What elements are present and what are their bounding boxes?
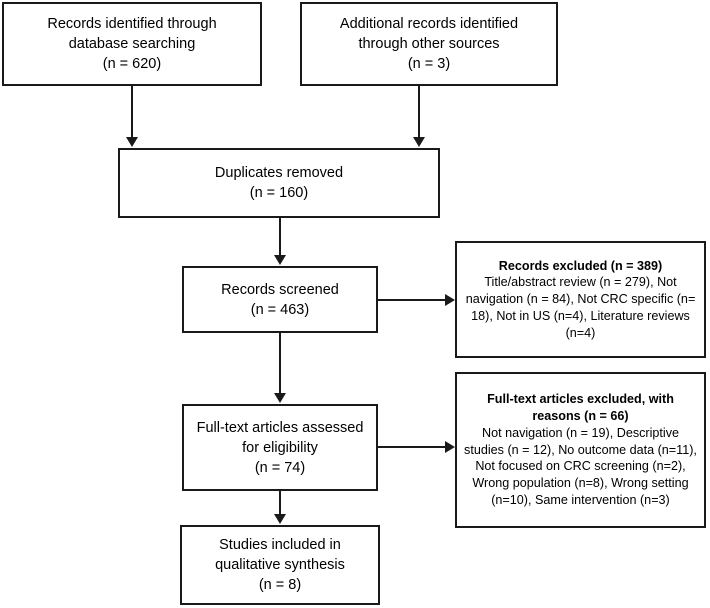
box-records-excluded: Records excluded (n = 389) Title/abstrac… xyxy=(455,241,706,358)
connector-screened-to-fulltext xyxy=(279,333,281,394)
box-text-line: for eligibility xyxy=(242,439,318,456)
box-text-line: Studies included in xyxy=(219,537,341,553)
box-duplicates-removed: Duplicates removed (n = 160) xyxy=(118,148,440,218)
box-text-line: Duplicates removed xyxy=(214,165,344,181)
arrowhead-down-icon xyxy=(413,137,425,147)
box-exclusion-reasons: Title/abstract review (n = 279), Not nav… xyxy=(465,275,696,340)
box-text-line: Additional records identified xyxy=(339,16,519,32)
box-text-line: qualitative synthesis xyxy=(215,557,345,573)
arrowhead-down-icon xyxy=(274,514,286,524)
box-text-line: through other sources xyxy=(358,36,500,52)
box-exclusion-reasons: Not navigation (n = 19), Descriptive stu… xyxy=(464,425,697,507)
connector-database-search-to-duplicates xyxy=(131,86,133,138)
connector-fulltext-to-fulltext-excluded xyxy=(378,446,446,448)
arrowhead-right-icon xyxy=(445,441,455,453)
box-count: (n = 463) xyxy=(250,301,310,318)
connector-fulltext-to-included xyxy=(279,491,281,515)
connector-duplicates-to-screened xyxy=(279,218,281,256)
arrowhead-right-icon xyxy=(445,294,455,306)
box-records-identified-database-searching: Records identified through database sear… xyxy=(2,2,262,86)
box-count: (n = 8) xyxy=(258,577,302,593)
box-count: (n = 160) xyxy=(249,185,309,201)
box-heading: reasons (n = 66) xyxy=(532,409,629,424)
box-heading: Records excluded (n = 389) xyxy=(498,258,663,273)
box-text-line: database searching xyxy=(68,36,196,52)
box-text-line: Full-text articles assessed xyxy=(196,419,364,436)
box-fulltext-articles-assessed: Full-text articles assessed for eligibil… xyxy=(182,404,378,491)
box-studies-included-qualitative-synthesis: Studies included in qualitative synthesi… xyxy=(180,525,380,605)
box-count: (n = 74) xyxy=(254,459,306,476)
connector-other-sources-to-duplicates xyxy=(418,86,420,138)
box-text-line: Records screened xyxy=(221,281,339,298)
box-count: (n = 620) xyxy=(102,56,162,72)
box-heading: Full-text articles excluded, with xyxy=(487,392,674,407)
arrowhead-down-icon xyxy=(274,255,286,265)
box-count: (n = 3) xyxy=(407,56,451,72)
box-records-screened: Records screened (n = 463) xyxy=(182,266,378,333)
box-text-line: Records identified through xyxy=(47,16,217,32)
arrowhead-down-icon xyxy=(274,393,286,403)
connector-screened-to-records-excluded xyxy=(378,299,446,301)
box-additional-records-other-sources: Additional records identified through ot… xyxy=(300,2,558,86)
arrowhead-down-icon xyxy=(126,137,138,147)
box-fulltext-articles-excluded: Full-text articles excluded, with reason… xyxy=(455,372,706,528)
